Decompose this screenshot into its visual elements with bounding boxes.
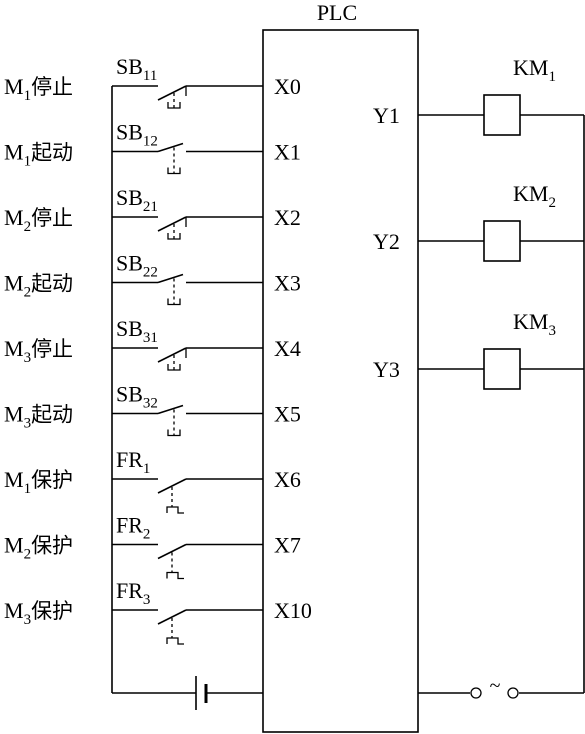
- plc-input-label: X4: [274, 336, 301, 361]
- plc-input-label: X6: [274, 467, 301, 492]
- thermal-relay-contact-symbol: [157, 543, 187, 580]
- motor-function-label: M1起动: [4, 140, 73, 170]
- plc-input-label: X1: [274, 140, 301, 165]
- motor-function-label: M1保护: [4, 467, 73, 497]
- input-dc-source: [112, 676, 263, 710]
- contactor-coil: [483, 94, 521, 136]
- motor-function-label: M3起动: [4, 402, 73, 432]
- device-label: SB21: [116, 185, 158, 215]
- output-row: Y1 KM1: [373, 55, 584, 136]
- thermal-relay-contact-symbol: [157, 478, 187, 514]
- motor-function-label: M3保护: [4, 598, 73, 628]
- plc-output-label: Y2: [373, 229, 400, 254]
- pushbutton-contact-symbol: [157, 347, 187, 371]
- motor-function-label: M1停止: [4, 74, 73, 104]
- device-label: FR2: [116, 513, 150, 543]
- device-label: SB32: [116, 382, 158, 412]
- contactor-label: KM1: [513, 55, 556, 85]
- plc-title: PLC: [317, 0, 357, 25]
- device-label: SB22: [116, 251, 158, 281]
- plc-input-label: X3: [274, 271, 301, 296]
- contactor-label: KM2: [513, 181, 556, 211]
- plc-input-label: X10: [274, 598, 312, 623]
- plc-output-label: Y1: [373, 103, 400, 128]
- thermal-relay-contact-symbol: [157, 609, 187, 645]
- pushbutton-contact-symbol: [157, 85, 187, 109]
- device-label: FR1: [116, 447, 150, 477]
- plc-input-label: X7: [274, 533, 301, 558]
- device-label: SB12: [116, 120, 158, 150]
- contactor-coil: [483, 348, 521, 390]
- ac-symbol: ~: [490, 675, 501, 697]
- pushbutton-contact-symbol: [157, 404, 184, 437]
- output-row: Y2 KM2: [373, 181, 584, 262]
- device-label: FR3: [116, 578, 150, 608]
- output-ac-source: ~: [418, 675, 584, 699]
- pushbutton-contact-symbol: [157, 216, 187, 240]
- device-label: SB11: [116, 54, 157, 84]
- contactor-label: KM3: [513, 309, 556, 339]
- device-label: SB31: [116, 316, 158, 346]
- plc-block: [262, 29, 419, 733]
- plc-input-label: X2: [274, 205, 301, 230]
- plc-input-label: X5: [274, 402, 301, 427]
- motor-function-label: M2保护: [4, 533, 73, 563]
- contactor-coil: [483, 220, 521, 262]
- motor-function-label: M2起动: [4, 271, 73, 301]
- plc-output-label: Y3: [373, 357, 400, 382]
- motor-function-label: M3停止: [4, 336, 73, 366]
- pushbutton-contact-symbol: [157, 142, 184, 175]
- plc-input-label: X0: [274, 74, 301, 99]
- output-row: Y3 KM3: [373, 309, 584, 390]
- pushbutton-contact-symbol: [157, 273, 184, 306]
- motor-function-label: M2停止: [4, 205, 73, 235]
